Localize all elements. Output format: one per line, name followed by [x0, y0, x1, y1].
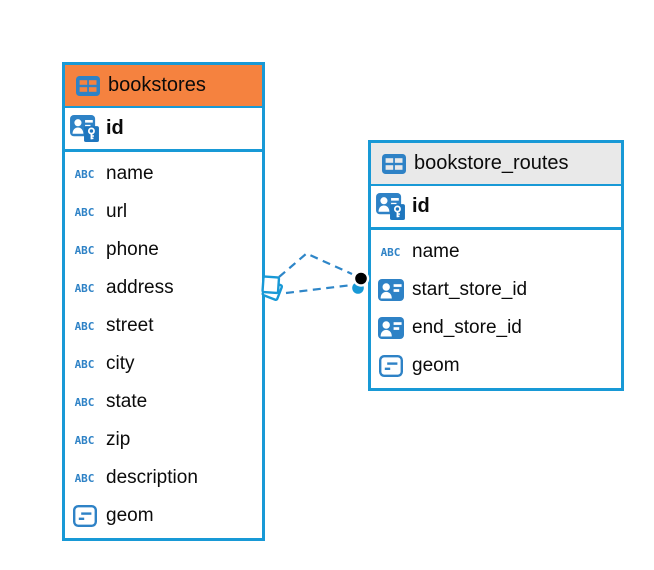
column-name: geom — [412, 355, 460, 376]
abc-text-icon: ABC — [74, 357, 95, 371]
column-name: id — [106, 117, 124, 139]
column-row-start-store-id[interactable]: start_store_id — [371, 271, 621, 309]
abc-text-icon: ABC — [74, 395, 95, 409]
column-row-geom[interactable]: geom — [65, 497, 262, 535]
primary-key-icon — [70, 115, 99, 142]
column-name: zip — [106, 429, 131, 450]
column-row-url[interactable]: ABC url — [65, 193, 262, 231]
column-name: geom — [106, 505, 154, 526]
table-bookstores[interactable]: bookstores id ABC name ABC url ABC phone… — [62, 62, 265, 541]
table-bookstore-routes[interactable]: bookstore_routes id ABC name start_store… — [368, 140, 624, 391]
column-row-state[interactable]: ABC state — [65, 383, 262, 421]
column-name: address — [106, 277, 174, 298]
relationship-target-marker-circles — [350, 270, 370, 296]
abc-text-icon: ABC — [380, 245, 401, 259]
column-name: state — [106, 391, 148, 412]
geometry-icon — [376, 355, 405, 377]
reference-icon — [376, 279, 405, 301]
abc-text-icon: ABC — [74, 471, 95, 485]
relationship-line-upper — [278, 252, 353, 278]
column-row-geom[interactable]: geom — [371, 347, 621, 385]
relationship-source-marker-squares — [261, 275, 284, 302]
column-name: url — [106, 201, 128, 222]
table-bookstore-routes-header[interactable]: bookstore_routes — [371, 143, 621, 186]
column-name: start_store_id — [412, 279, 528, 300]
column-name: name — [412, 241, 460, 262]
relationship-line-lower — [285, 283, 353, 295]
column-row-name[interactable]: ABC name — [65, 155, 262, 193]
table-bookstores-header[interactable]: bookstores — [65, 65, 262, 108]
column-row-zip[interactable]: ABC zip — [65, 421, 262, 459]
column-row-city[interactable]: ABC city — [65, 345, 262, 383]
column-name: name — [106, 163, 154, 184]
column-row-description[interactable]: ABC description — [65, 459, 262, 497]
column-row-id[interactable]: id — [65, 108, 262, 152]
column-list: ABC name start_store_id end_store_id ge — [371, 230, 621, 388]
column-name: id — [412, 195, 430, 217]
abc-text-icon: ABC — [74, 243, 95, 257]
geometry-icon — [70, 505, 99, 527]
table-title: bookstores — [108, 74, 206, 96]
column-row-street[interactable]: ABC street — [65, 307, 262, 345]
abc-text-icon: ABC — [74, 205, 95, 219]
column-name: phone — [106, 239, 159, 260]
abc-text-icon: ABC — [74, 319, 95, 333]
column-name: city — [106, 353, 135, 374]
table-icon — [76, 76, 100, 96]
column-list: ABC name ABC url ABC phone ABC address A… — [65, 152, 262, 538]
table-title: bookstore_routes — [414, 152, 569, 174]
column-row-address[interactable]: ABC address — [65, 269, 262, 307]
column-name: end_store_id — [412, 317, 522, 338]
relationship-bookstores-bookstore-routes[interactable] — [261, 252, 370, 302]
column-row-end-store-id[interactable]: end_store_id — [371, 309, 621, 347]
abc-text-icon: ABC — [74, 433, 95, 447]
abc-text-icon: ABC — [74, 281, 95, 295]
table-icon — [382, 154, 406, 174]
column-row-phone[interactable]: ABC phone — [65, 231, 262, 269]
column-row-id[interactable]: id — [371, 186, 621, 230]
reference-icon — [376, 317, 405, 339]
primary-key-icon — [376, 193, 405, 220]
column-row-name[interactable]: ABC name — [371, 233, 621, 271]
column-name: street — [106, 315, 154, 336]
abc-text-icon: ABC — [74, 167, 95, 181]
column-name: description — [106, 467, 198, 488]
